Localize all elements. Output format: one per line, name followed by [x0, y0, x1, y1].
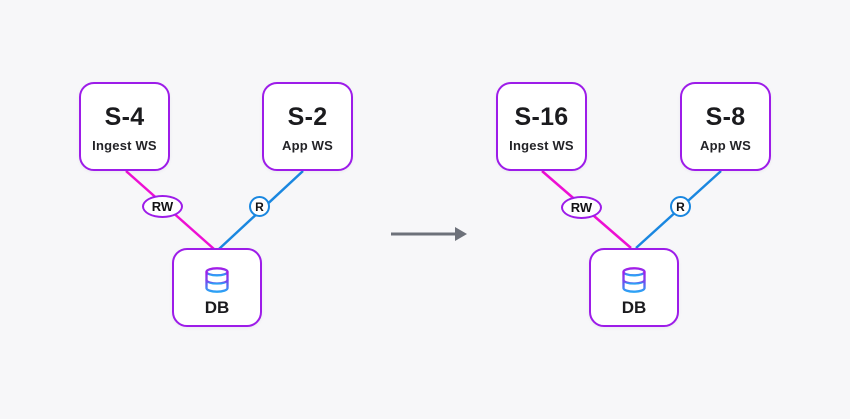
node-app-after: S-8 App WS	[680, 82, 771, 171]
edge-label-text: R	[676, 199, 685, 214]
edge-label-text: RW	[151, 199, 174, 214]
edge-label-r-after: R	[670, 196, 691, 217]
node-subtitle: App WS	[281, 138, 334, 153]
node-ingest-after: S-16 Ingest WS	[496, 82, 587, 171]
node-title: S-4	[104, 103, 145, 131]
node-subtitle: App WS	[699, 138, 752, 153]
database-icon	[622, 267, 646, 293]
node-app-before: S-2 App WS	[262, 82, 353, 171]
right-arrow-icon	[391, 227, 467, 241]
edge-label-r-before: R	[249, 196, 270, 217]
edge-label-text: R	[255, 199, 264, 214]
node-subtitle: Ingest WS	[509, 138, 574, 153]
edge-label-rw-before: RW	[142, 195, 183, 218]
node-title: S-2	[287, 103, 328, 131]
node-title: S-16	[514, 103, 569, 131]
node-db-before: DB	[172, 248, 262, 327]
node-title: DB	[204, 298, 230, 317]
node-db-after: DB	[589, 248, 679, 327]
edge-label-rw-after: RW	[561, 196, 602, 219]
node-ingest-before: S-4 Ingest WS	[79, 82, 170, 171]
node-subtitle: Ingest WS	[92, 138, 157, 153]
edge-label-text: RW	[570, 200, 593, 215]
database-icon	[205, 267, 229, 293]
node-title: DB	[621, 298, 647, 317]
node-title: S-8	[705, 103, 746, 131]
